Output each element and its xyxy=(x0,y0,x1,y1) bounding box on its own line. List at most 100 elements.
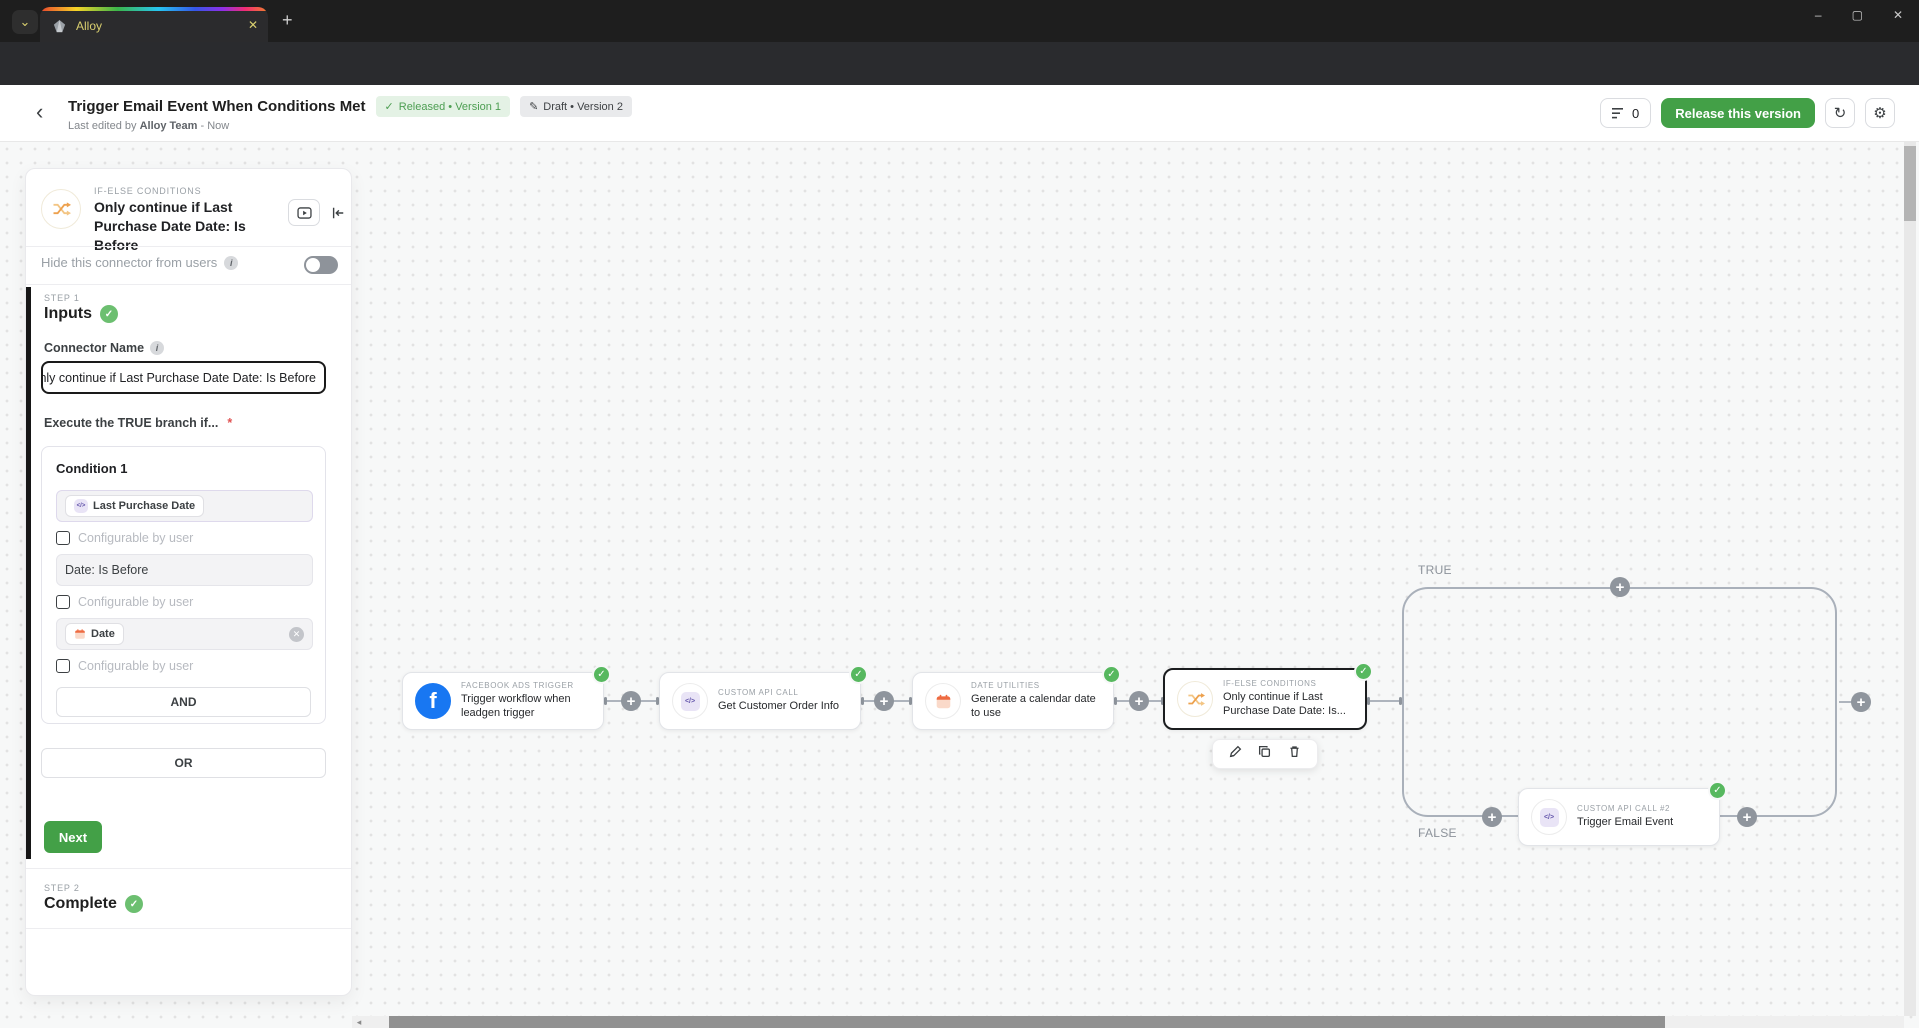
vertical-scrollbar[interactable] xyxy=(1904,142,1916,1016)
node-category: FACEBOOK ADS TRIGGER xyxy=(461,681,574,691)
step2-label: STEP 2 xyxy=(44,883,80,893)
tab-close-icon[interactable]: ✕ xyxy=(247,18,258,32)
pencil-icon: ✎ xyxy=(529,101,539,113)
browser-tabstrip: ⌄ Alloy ✕ + – ▢ ✕ xyxy=(0,0,1919,42)
add-step-button[interactable]: + xyxy=(1129,691,1149,711)
node-date-utilities[interactable]: ✓ DATE UTILITIES Generate a calendar dat… xyxy=(912,665,1121,730)
window-minimize-button[interactable]: – xyxy=(1814,8,1822,22)
false-branch-label: FALSE xyxy=(1418,826,1457,840)
configurable-row: Configurable by user xyxy=(56,659,311,673)
node-category: DATE UTILITIES xyxy=(971,681,1040,691)
delete-node-button[interactable] xyxy=(1288,745,1301,763)
filter-lines-icon xyxy=(1612,107,1624,118)
step1-title: Inputs ✓ xyxy=(44,305,118,323)
date-chip[interactable]: Date xyxy=(65,623,124,645)
window-maximize-button[interactable]: ▢ xyxy=(1851,8,1863,22)
workflow-header: ‹ Trigger Email Event When Conditions Me… xyxy=(0,85,1919,142)
node-trigger-email-event[interactable]: ✓ </> CUSTOM API CALL #2 Trigger Email E… xyxy=(1518,781,1727,846)
add-step-true-branch-button[interactable]: + xyxy=(1610,577,1630,597)
duplicate-node-button[interactable] xyxy=(1258,745,1271,763)
window-close-button[interactable]: ✕ xyxy=(1892,8,1903,22)
edge-node4-branch xyxy=(1367,697,1402,705)
configurable-row: Configurable by user xyxy=(56,531,311,545)
shuffle-icon xyxy=(41,189,81,229)
collapse-panel-button[interactable] xyxy=(326,199,350,226)
changes-count: 0 xyxy=(1632,105,1640,121)
browser-tab-alloy[interactable]: Alloy ✕ xyxy=(40,7,268,42)
node-title: Generate a calendar date to use xyxy=(971,693,1096,719)
code-icon: </> xyxy=(74,499,88,513)
changes-counter-button[interactable]: 0 xyxy=(1600,98,1652,128)
horizontal-scrollbar-thumb[interactable] xyxy=(389,1016,1665,1028)
add-step-after-merge-button[interactable]: + xyxy=(1851,692,1871,712)
calendar-icon xyxy=(75,629,85,639)
condition-card: Condition 1 </> Last Purchase Date Confi… xyxy=(41,446,326,724)
condition-value-input[interactable]: Date ✕ xyxy=(56,618,313,650)
version-history-button[interactable]: ↻ xyxy=(1825,98,1855,128)
branch-outline xyxy=(1402,587,1837,817)
chevron-down-icon: ⌄ xyxy=(19,14,31,29)
or-condition-button[interactable]: OR xyxy=(41,748,326,778)
and-condition-button[interactable]: AND xyxy=(56,687,311,717)
add-step-button[interactable]: + xyxy=(874,691,894,711)
settings-button[interactable]: ⚙ xyxy=(1865,98,1895,128)
node-actions-toolbar xyxy=(1212,739,1318,769)
node-category: CUSTOM API CALL #2 xyxy=(1577,804,1671,814)
configurable-row: Configurable by user xyxy=(56,595,311,609)
history-icon: ↻ xyxy=(1833,105,1847,122)
back-button[interactable]: ‹ xyxy=(36,99,44,124)
connector-name-input[interactable]: Only continue if Last Purchase Date Date… xyxy=(41,361,326,394)
condition-operator-select[interactable]: Date: Is Before xyxy=(56,554,313,586)
edit-node-button[interactable] xyxy=(1229,745,1242,763)
node-title: Trigger Email Event xyxy=(1577,816,1674,829)
configurable-checkbox[interactable] xyxy=(56,531,70,545)
condition-title: Condition 1 xyxy=(56,461,128,476)
info-icon: i xyxy=(224,255,239,270)
true-branch-label: TRUE xyxy=(1418,563,1452,577)
add-step-false-branch-button[interactable]: + xyxy=(1737,807,1757,827)
horizontal-scrollbar[interactable]: ◂ xyxy=(352,1016,1904,1028)
node-category: CUSTOM API CALL xyxy=(718,688,799,698)
calendar-icon xyxy=(925,683,961,719)
new-tab-button[interactable]: + xyxy=(282,10,293,30)
scroll-left-arrow-icon[interactable]: ◂ xyxy=(356,1016,362,1027)
connector-title: Only continue if Last Purchase Date Date… xyxy=(94,199,246,253)
last-edited-text: Last edited by Alloy Team - Now xyxy=(68,120,230,132)
gear-icon: ⚙ xyxy=(1873,105,1887,122)
node-custom-api-call[interactable]: ✓ </> CUSTOM API CALL Get Customer Order… xyxy=(659,665,868,730)
node-if-else-conditions[interactable]: ✓ IF-ELSE CONDITIONS Only continue if La… xyxy=(1163,662,1373,730)
connector-category: IF-ELSE CONDITIONS xyxy=(94,186,202,196)
tutorial-video-button[interactable] xyxy=(288,199,320,226)
tab-theme-stripe xyxy=(40,7,268,11)
step-complete-icon: ✓ xyxy=(124,895,143,913)
release-version-button[interactable]: Release this version xyxy=(1661,98,1815,128)
node-check-badge: ✓ xyxy=(1708,781,1727,800)
add-step-button[interactable]: + xyxy=(621,691,641,711)
code-icon: </> xyxy=(1531,799,1567,835)
check-icon: ✓ xyxy=(384,101,394,113)
hide-connector-label: Hide this connector from users xyxy=(41,255,218,270)
active-step-indicator xyxy=(26,287,31,859)
add-step-false-branch-button[interactable]: + xyxy=(1482,807,1502,827)
node-facebook-ads-trigger[interactable]: ✓ f FACEBOOK ADS TRIGGER Trigger workflo… xyxy=(402,665,611,730)
step2-title[interactable]: Complete ✓ xyxy=(44,895,143,913)
condition-field-input[interactable]: </> Last Purchase Date xyxy=(56,490,313,522)
next-button[interactable]: Next xyxy=(44,821,102,853)
configurable-checkbox[interactable] xyxy=(56,659,70,673)
info-icon: i xyxy=(150,341,165,355)
shuffle-icon xyxy=(1177,681,1213,717)
collapse-left-icon xyxy=(332,207,344,218)
configurable-checkbox[interactable] xyxy=(56,595,70,609)
code-icon: </> xyxy=(672,683,708,719)
clear-value-icon[interactable]: ✕ xyxy=(289,626,304,642)
tab-search-button[interactable]: ⌄ xyxy=(12,10,38,34)
released-version-badge: ✓ Released • Version 1 xyxy=(375,96,511,117)
draft-version-badge[interactable]: ✎ Draft • Version 2 xyxy=(520,96,632,117)
hide-connector-toggle[interactable] xyxy=(304,256,338,274)
vertical-scrollbar-thumb[interactable] xyxy=(1904,146,1916,221)
node-check-badge: ✓ xyxy=(1354,662,1373,681)
connector-config-panel: IF-ELSE CONDITIONS Only continue if Last… xyxy=(25,168,352,996)
facebook-icon: f xyxy=(415,683,451,719)
variable-chip[interactable]: </> Last Purchase Date xyxy=(65,495,205,517)
